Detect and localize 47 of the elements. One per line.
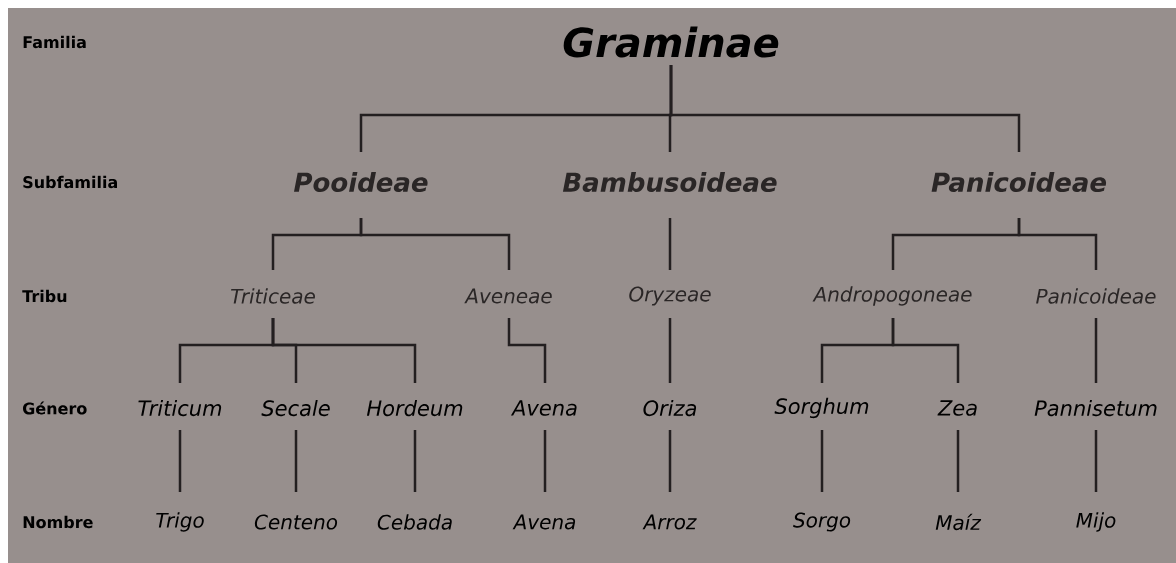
connector-line — [1017, 218, 1098, 270]
common-name: Avena — [512, 514, 576, 530]
connector-line — [891, 318, 960, 383]
connector-line — [294, 430, 298, 492]
connector-line — [271, 318, 417, 383]
genus-name: Pannisetum — [1034, 399, 1157, 417]
rank-label: Género — [23, 401, 87, 415]
common-name: Centeno — [254, 514, 338, 530]
connector-line — [669, 65, 1021, 152]
connector-line — [820, 430, 824, 492]
tribe-name: Panicoideae — [1036, 288, 1156, 304]
subfamily-name: Pooideae — [294, 171, 428, 193]
rank-label: Tribu — [22, 289, 67, 303]
genus-name: Zea — [937, 400, 977, 416]
connector-line — [668, 318, 672, 383]
tribe-name: Aveneae — [464, 288, 552, 304]
tribe-name: Triticeae — [231, 288, 315, 304]
common-name: Cebada — [377, 514, 452, 530]
tribe-name: Oryzeae — [629, 286, 711, 306]
genus-name: Secale — [261, 399, 330, 417]
genus-name: Hordeum — [366, 399, 463, 417]
subfamily-name: Panicoideae — [931, 171, 1107, 193]
connector-line — [413, 430, 417, 492]
common-name: Sorgo — [793, 512, 851, 532]
connector-line — [956, 430, 960, 492]
subfamily-name: Bambusoideae — [562, 171, 777, 193]
common-name: Trigo — [156, 512, 204, 532]
genus-name: Sorghum — [774, 397, 869, 419]
common-name: Mijo — [1076, 512, 1116, 532]
connector-line — [1094, 318, 1098, 383]
rank-label: Nombre — [23, 515, 93, 529]
rank-label: Subfamilia — [23, 175, 117, 189]
tribe-name: Andropogoneae — [812, 286, 972, 306]
genus-name: Oriza — [643, 399, 697, 417]
common-name: Arroz — [642, 514, 697, 530]
family-name: Graminae — [563, 26, 779, 58]
genus-name: Avena — [510, 400, 577, 416]
genus-name: Triticum — [138, 399, 222, 417]
connector-line — [178, 430, 182, 492]
connector-line — [359, 218, 511, 270]
connector-line — [1094, 430, 1098, 492]
connector-line — [543, 430, 547, 492]
connector-line — [507, 318, 547, 383]
common-name: Maíz — [935, 513, 982, 531]
connector-line — [668, 430, 672, 492]
rank-label: Familia — [23, 35, 86, 49]
connector-line — [668, 218, 672, 270]
